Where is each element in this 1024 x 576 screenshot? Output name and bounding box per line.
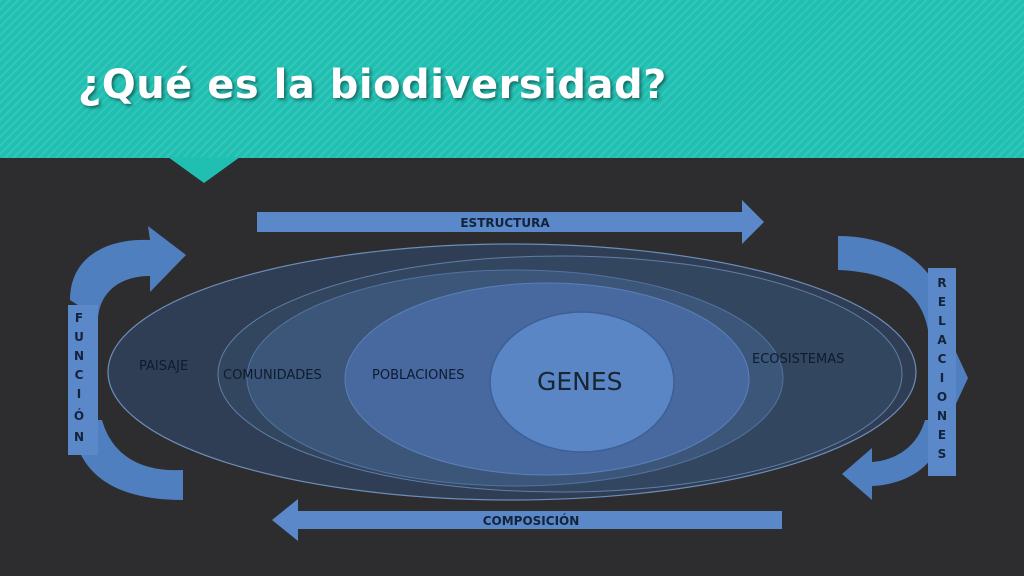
- banner-pointer: [168, 157, 240, 183]
- relations-letter: E: [938, 428, 946, 442]
- relations-bar: [928, 268, 956, 476]
- function-letter: N: [74, 349, 84, 363]
- function-letter: N: [74, 430, 84, 444]
- slide-title: ¿Qué es la biodiversidad?: [78, 62, 667, 108]
- relations-letter: N: [937, 409, 947, 423]
- left-curved-arrow-up: [70, 226, 186, 318]
- relations-vertical-label: R E L A C I O N E S: [937, 276, 947, 461]
- title-banner: [0, 0, 1024, 158]
- right-arrow-tip: [955, 350, 968, 406]
- relations-letter: C: [938, 352, 947, 366]
- relations-letter: R: [937, 276, 946, 290]
- right-curved-arrow-bottom: [842, 420, 946, 500]
- function-letter: U: [74, 330, 84, 344]
- label-poblaciones: POBLACIONES: [372, 368, 465, 383]
- label-comunidades: COMUNIDADES: [223, 368, 322, 383]
- left-curved-arrow-down: [72, 420, 183, 500]
- function-letter: F: [75, 311, 83, 325]
- label-estructura: ESTRUCTURA: [460, 216, 550, 230]
- label-composicion: COMPOSICIÓN: [483, 513, 580, 528]
- relations-letter: E: [938, 295, 946, 309]
- function-letter: C: [75, 368, 84, 382]
- ring-genes: [489, 311, 675, 453]
- composition-arrow: [272, 499, 782, 541]
- function-vertical-label: F U N C I Ó N: [74, 311, 84, 444]
- label-paisaje: PAISAJE: [139, 359, 188, 374]
- relations-letter: I: [940, 371, 944, 385]
- function-letter: I: [77, 387, 81, 401]
- structure-arrow: [257, 200, 764, 244]
- relations-letter: L: [938, 314, 946, 328]
- function-letter: Ó: [74, 408, 84, 423]
- function-bar: [68, 305, 98, 455]
- relations-letter: O: [937, 390, 947, 404]
- relations-letter: S: [938, 447, 947, 461]
- label-genes: GENES: [537, 367, 623, 396]
- relations-letter: A: [937, 333, 947, 347]
- label-ecosistemas: ECOSISTEMAS: [752, 352, 844, 367]
- right-curved-arrow-top: [838, 236, 950, 330]
